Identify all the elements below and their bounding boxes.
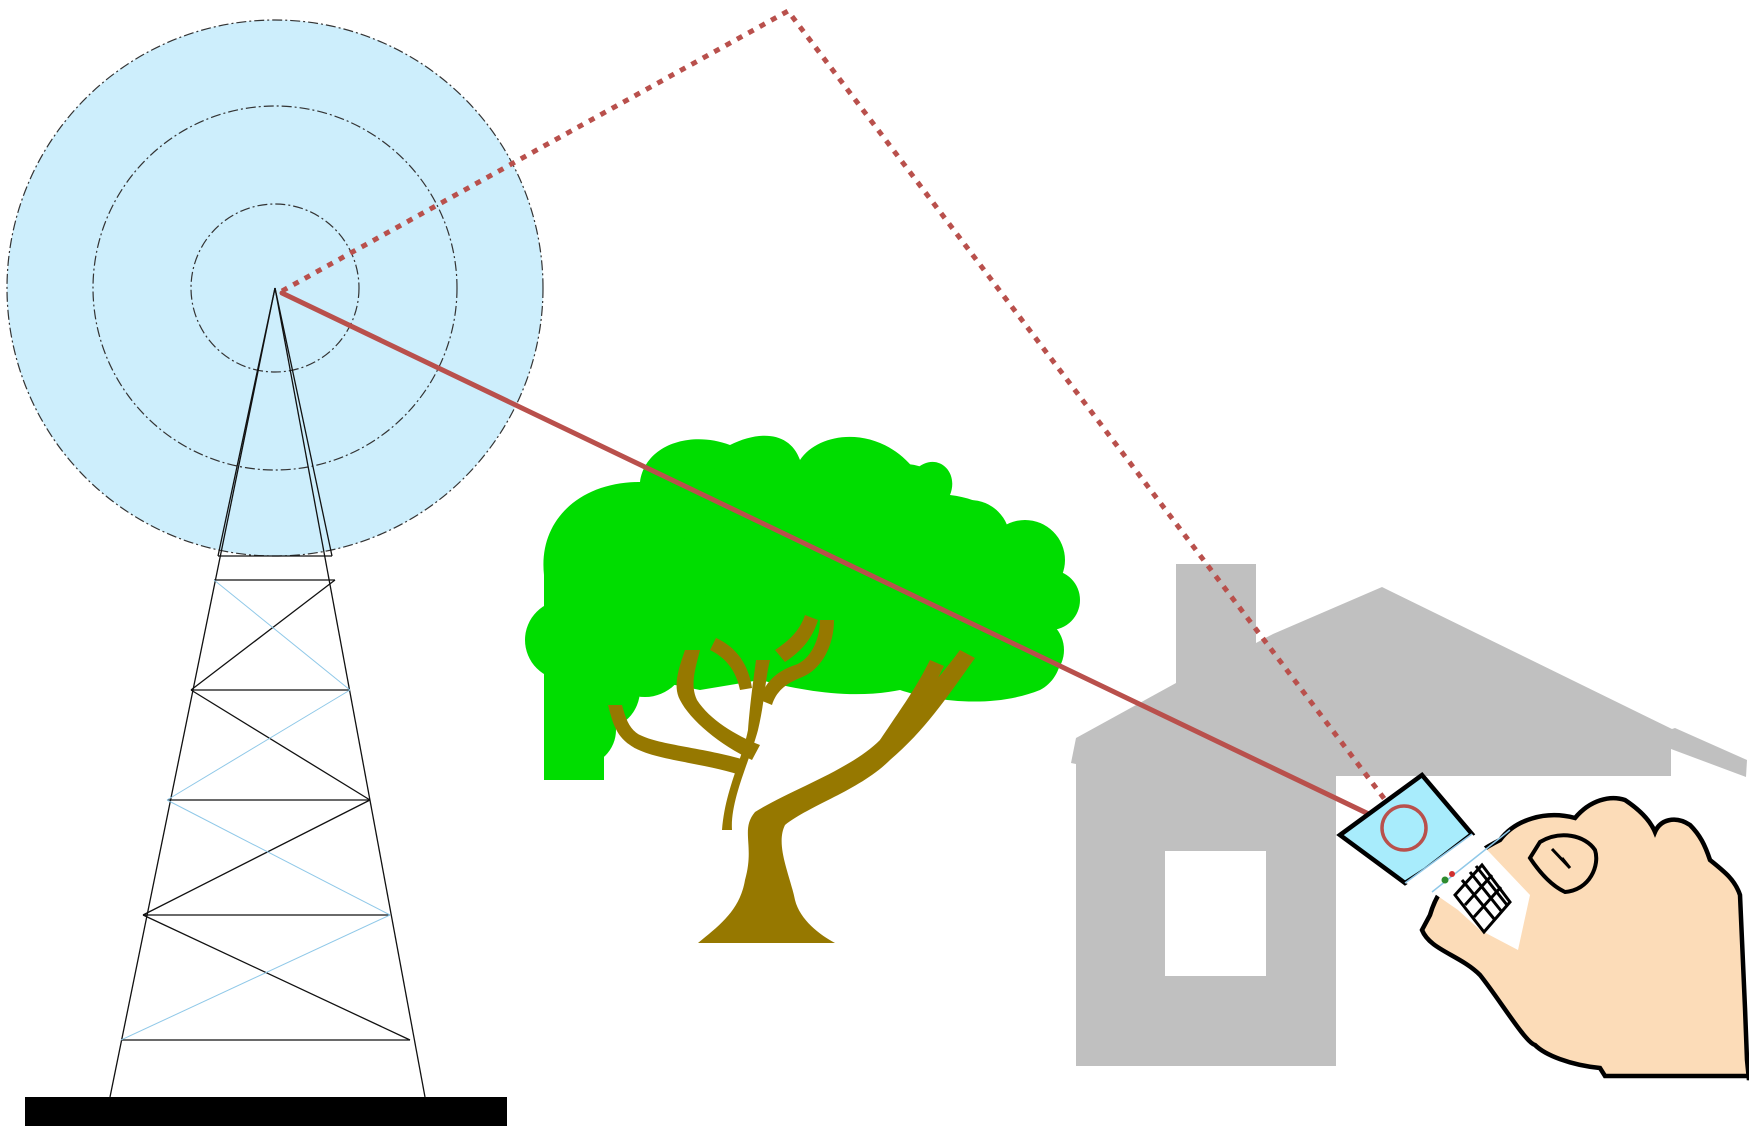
phone-indicator-green <box>1442 877 1449 884</box>
tower-base <box>25 1097 507 1126</box>
direct-path <box>282 293 1400 829</box>
radio-tower-icon <box>7 20 543 1126</box>
house-window <box>1165 851 1266 976</box>
phone-indicator-red <box>1449 871 1455 877</box>
tree-icon <box>525 436 1080 943</box>
tree-canopy <box>525 436 1080 780</box>
